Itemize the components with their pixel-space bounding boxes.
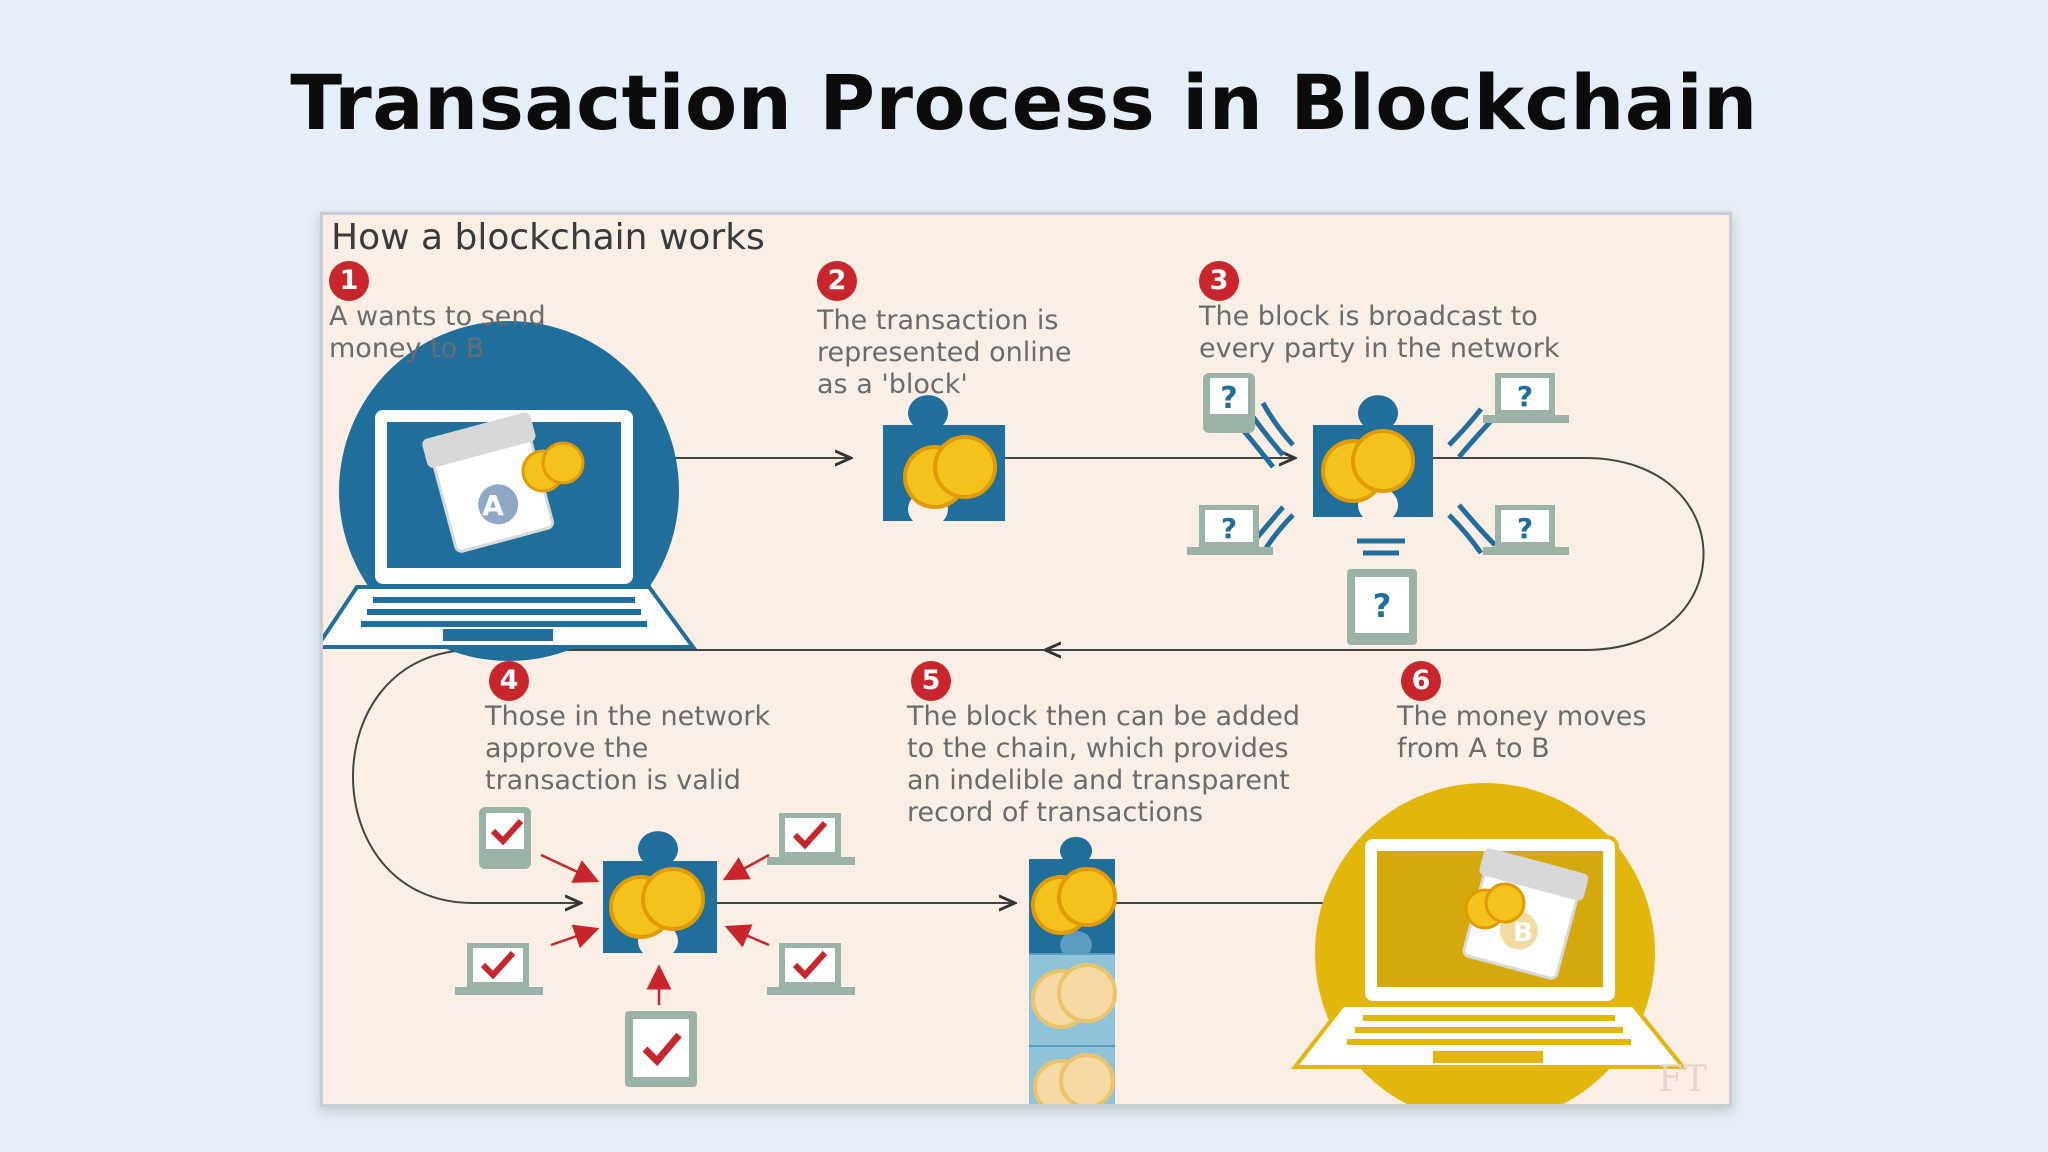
step-4-line-3: transaction is valid xyxy=(485,765,741,796)
step-6-line-2: from A to B xyxy=(1397,733,1550,764)
blockchain-diagram-panel: A ? xyxy=(320,212,1732,1107)
step-4-text: Those in the network approve the transac… xyxy=(485,701,770,797)
blockchain-chain-icon xyxy=(1029,836,1117,1104)
step-6-line-1: The money moves xyxy=(1397,701,1647,732)
step-4-line-1: Those in the network xyxy=(485,701,771,732)
step-5-text: The block then can be added to the chain… xyxy=(907,701,1300,829)
step-3-badge: 3 xyxy=(1199,261,1239,301)
step-2-line-1: The transaction is xyxy=(817,305,1059,336)
ft-watermark: FT xyxy=(1658,1059,1707,1100)
step-5-line-2: to the chain, which provides xyxy=(907,733,1289,764)
step-3-line-2: every party in the network xyxy=(1199,333,1560,364)
diagram-graphics: A ? xyxy=(323,321,1705,1104)
sender-label: A xyxy=(482,489,504,522)
step-2-text: The transaction is represented online as… xyxy=(817,305,1071,401)
step-5-line-1: The block then can be added xyxy=(907,701,1301,732)
approved-laptop-bottom-left-icon xyxy=(455,943,543,995)
network-node-tablet-icon: ? xyxy=(1347,569,1417,645)
step-5-line-3: an indelible and transparent xyxy=(907,765,1290,796)
approved-laptop-top-right-icon xyxy=(767,813,855,865)
step-1-badge: 1 xyxy=(329,261,369,301)
broadcast-block-icon xyxy=(1313,395,1433,517)
step-1-line-1: A wants to send xyxy=(329,301,546,332)
step-3-line-1: The block is broadcast to xyxy=(1199,301,1538,332)
receiver-laptop-icon: B xyxy=(1290,783,1688,1104)
wallet-icon xyxy=(1462,848,1589,980)
arrow-3-loop xyxy=(1045,457,1705,650)
network-node-laptop-bottom-left-icon: ? xyxy=(1187,505,1273,555)
step-5-line-4: record of transactions xyxy=(907,797,1204,828)
question-mark: ? xyxy=(1220,381,1237,416)
approved-tablet-icon xyxy=(625,1011,697,1087)
slide-title: Transaction Process in Blockchain xyxy=(290,58,1758,147)
wallet-icon xyxy=(422,412,555,553)
question-mark: ? xyxy=(1373,587,1392,625)
approval-arrows xyxy=(540,853,770,1005)
step-2-badge: 2 xyxy=(817,261,857,301)
step-4-badge: 4 xyxy=(489,661,529,701)
transaction-block-icon xyxy=(883,395,1005,521)
network-node-laptop-top-right-icon: ? xyxy=(1483,373,1569,423)
step-2-line-2: represented online xyxy=(817,337,1072,368)
question-mark: ? xyxy=(1517,380,1533,413)
step-2-line-3: as a 'block' xyxy=(817,369,968,400)
diagram-heading: How a blockchain works xyxy=(331,217,765,258)
step-6-badge: 6 xyxy=(1401,661,1441,701)
step-4-line-2: approve the xyxy=(485,733,649,764)
question-mark: ? xyxy=(1221,512,1237,545)
arrow-loop-to-4 xyxy=(352,649,1045,903)
step-3-text: The block is broadcast to every party in… xyxy=(1199,301,1560,365)
step-1-text: A wants to send money to B xyxy=(329,301,546,365)
step-5-badge: 5 xyxy=(911,661,951,701)
question-mark: ? xyxy=(1517,512,1533,545)
approved-laptop-bottom-right-icon xyxy=(767,943,855,995)
network-node-phone-icon: ? xyxy=(1203,373,1255,433)
network-node-laptop-bottom-right-icon: ? xyxy=(1483,505,1569,555)
approved-phone-icon xyxy=(479,807,531,869)
sender-laptop-icon: A xyxy=(323,321,697,661)
step-6-text: The money moves from A to B xyxy=(1397,701,1646,765)
approval-block-icon xyxy=(603,831,717,953)
receiver-label: B xyxy=(1513,918,1533,948)
step-1-line-2: money to B xyxy=(329,333,485,364)
